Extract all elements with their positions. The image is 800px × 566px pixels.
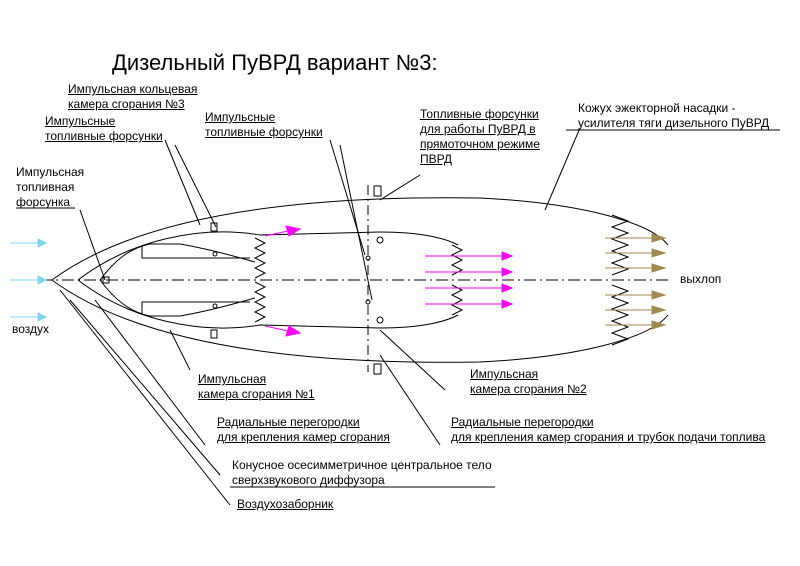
label-intake: Воздухозаборник <box>237 497 334 511</box>
label-chamber-2: Импульсная камера сгорания №2 <box>470 367 587 396</box>
ejector-shroud-outline <box>51 197 669 281</box>
diagram-title: Дизельный ПуВРД вариант №3: <box>112 50 438 75</box>
label-air: воздух <box>12 322 50 336</box>
combustion-arrows <box>264 225 514 337</box>
air-arrows <box>10 238 48 322</box>
valve-grid-1 <box>253 237 267 279</box>
label-fuel-injectors-mid: Импульсные топливные форсунки <box>205 110 323 139</box>
label-ring-chamber: Импульсная кольцевая камера сгорания №3 <box>68 82 198 111</box>
label-exhaust: выхлоп <box>680 272 722 286</box>
intake-outline <box>77 231 459 281</box>
valve-grid-3 <box>610 214 630 276</box>
label-cone: Конусное осесимметричное центральное тел… <box>232 458 492 487</box>
label-chamber-1: Импульсная камера сгорания №1 <box>198 372 315 401</box>
central-cone-outline <box>99 243 256 281</box>
label-partitions-1: Радиальные перегородки для крепления кам… <box>217 415 390 444</box>
label-fuel-injectors-left: Импульсные топливные форсунки <box>45 114 163 143</box>
label-fuel-injector-single: Импульсная топливная форсунка <box>16 165 85 209</box>
valve-grid-2 <box>450 244 464 276</box>
label-ejector-shroud: Кожух эжекторной насадки - усилителя тяг… <box>578 101 770 130</box>
label-ramjet-injectors: Топливные форсунки для работы ПуВРД в пр… <box>420 107 540 166</box>
label-partitions-2: Радиальные перегородки для крепления кам… <box>451 415 766 444</box>
exhaust-arrows <box>605 233 667 330</box>
